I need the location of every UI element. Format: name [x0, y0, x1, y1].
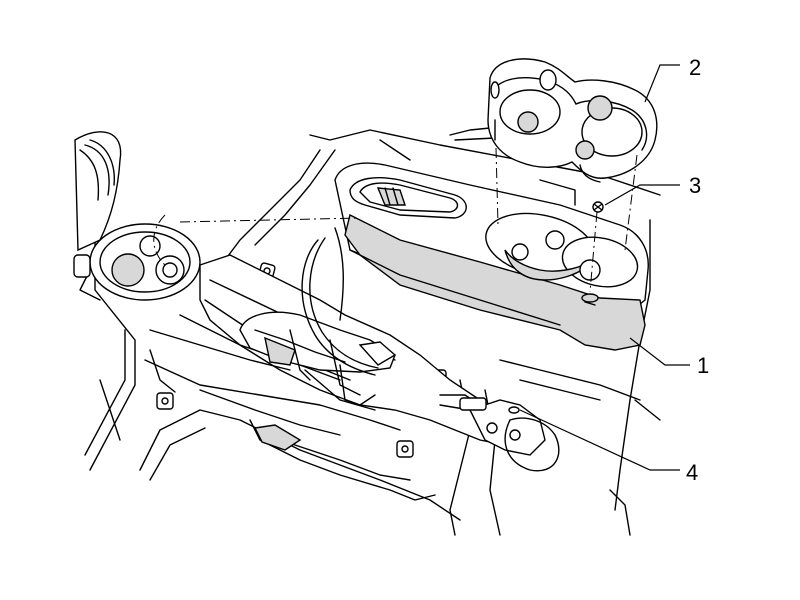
wiring-harness [301, 227, 560, 472]
callout-label-4: 4 [686, 460, 698, 485]
callout-label-3: 3 [689, 173, 701, 198]
callout-label-1: 1 [697, 353, 709, 378]
gear-boot-assembly [73, 131, 201, 301]
callout-labels: 2 3 1 4 [686, 55, 709, 485]
callout-label-2: 2 [689, 55, 701, 80]
floor-structure [84, 127, 661, 536]
cup-holder-insert [487, 58, 658, 183]
alignment-lines [153, 147, 638, 293]
leader-lines [519, 64, 690, 471]
cup-holder-console [334, 162, 649, 351]
center-tunnel-trim [144, 254, 546, 501]
screw [592, 201, 604, 213]
clip [508, 406, 520, 414]
